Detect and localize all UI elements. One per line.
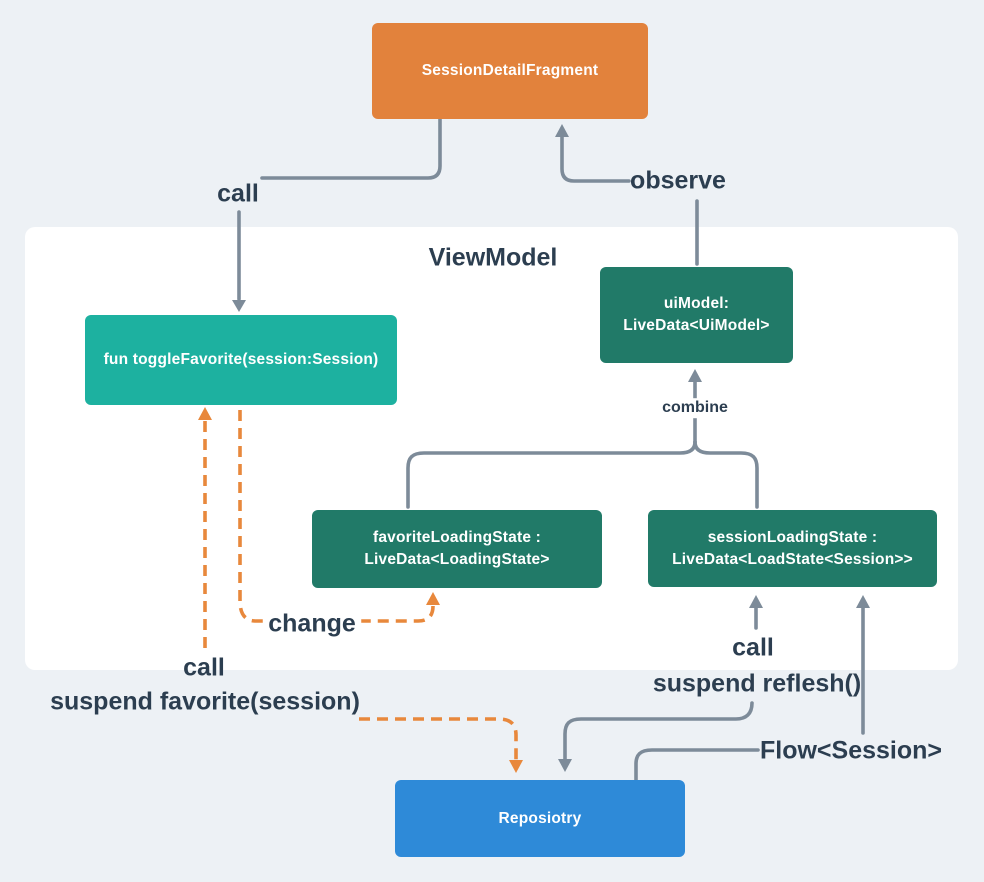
node-label-line1: uiModel: [663,295,730,312]
node-label-line1: favoriteLoadingState : [372,529,542,546]
arrowhead-favorite-to-repository [509,760,523,773]
label-change: change [263,609,361,639]
node-label-line2: LiveData<LoadState<Session>> [672,550,913,568]
node-label: fun toggleFavorite(session:Session) [103,351,379,368]
wire-favorite-to-repository [359,717,518,760]
node-label-line2: LiveData<LoadingState> [364,551,550,568]
label-observe: observe [630,166,726,195]
label-call-favorite: call [183,653,225,682]
node-label: SessionDetailFragment [421,62,599,79]
node-label: Reposiotry [498,809,582,827]
label-call-refresh: call [732,633,774,662]
wire-flow-to-repository [634,748,760,782]
label-call-fragment: call [217,179,259,208]
node-uimodel-livedata: uiModel: LiveData<UiModel> [600,267,793,363]
wire-fragment-to-call [260,117,442,180]
label-suspend-reflesh: suspend reflesh() [652,669,862,698]
wire-reflesh-to-repository [563,701,754,761]
viewmodel-title: ViewModel [428,243,558,272]
wire-observe-to-fragment [560,135,631,183]
node-favorite-loading-state: favoriteLoadingState : LiveData<LoadingS… [312,510,602,588]
node-label-line2: LiveData<UiModel> [623,317,770,334]
node-session-loading-state: sessionLoadingState : LiveData<LoadState… [648,510,937,587]
arrowhead-reflesh-to-repository [558,759,572,772]
node-repository: Reposiotry [395,780,685,857]
node-label-line1: sessionLoadingState : [707,528,878,546]
viewmodel-container [25,227,958,670]
label-flow-session: Flow<Session> [759,736,943,765]
arrowhead-observe-to-fragment [555,124,569,137]
node-session-detail-fragment: SessionDetailFragment [372,23,648,119]
label-combine: combine [657,398,733,418]
label-suspend-favorite: suspend favorite(session) [50,687,360,716]
node-toggle-favorite-function: fun toggleFavorite(session:Session) [85,315,397,405]
